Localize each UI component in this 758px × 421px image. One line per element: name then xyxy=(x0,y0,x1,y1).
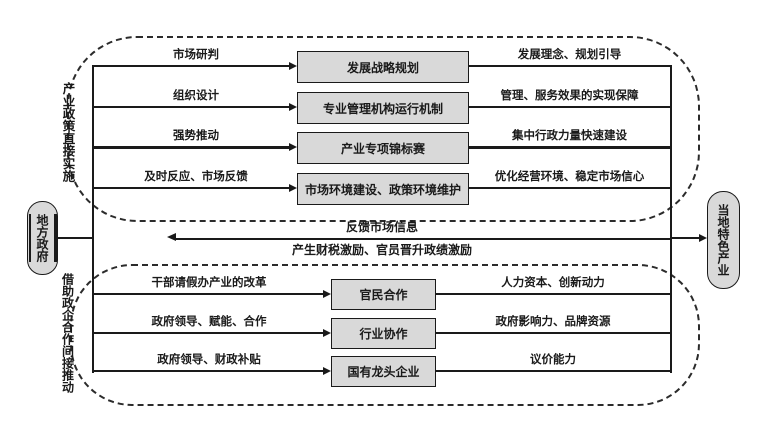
top-row2-right-label: 管理、服务效果的实现保障 xyxy=(500,90,639,102)
top-row3-process-box: 产业专项锦标赛 xyxy=(297,132,469,164)
top-row3-right-line xyxy=(468,146,671,149)
capsule-left-bar xyxy=(28,214,31,262)
bottom-row3-left-label: 政府领导、财政补贴 xyxy=(157,354,261,366)
bottom-row1-arrowhead-icon xyxy=(323,289,331,298)
bottom-row3-arrowhead-icon xyxy=(323,366,331,375)
right-terminal-connector xyxy=(671,237,699,239)
bottom-group-side-label-text: 借助政企合作间接推动 xyxy=(60,273,75,393)
local-industry-label: 当地特色产业 xyxy=(716,204,730,276)
capsule-right-bar xyxy=(54,214,57,262)
top-row2-right-line xyxy=(468,106,671,108)
bottom-row3-right-line xyxy=(435,370,671,372)
feedback-arrowhead-icon xyxy=(167,233,176,241)
feedback-arrow-line xyxy=(176,237,671,240)
feedback-top-text: 反馈市场信息 xyxy=(345,220,418,234)
top-row4-right-label: 优化经营环境、稳定市场信心 xyxy=(494,171,645,183)
local-government-label: 地方政府 xyxy=(35,214,49,262)
arrowhead-to-industry-icon xyxy=(699,233,707,242)
top-row4-arrowhead-icon xyxy=(289,183,297,192)
bottom-row2-right-line xyxy=(435,332,671,334)
right-spine-line xyxy=(670,65,672,373)
top-row2-left-label: 组织设计 xyxy=(173,90,219,102)
top-row4-right-line xyxy=(468,187,671,189)
top-group-side-label-text: 产业政策直接实施 xyxy=(60,82,75,182)
top-row1-arrowhead-icon xyxy=(289,61,297,70)
top-row1-right-label: 发展理念、规划引导 xyxy=(517,49,622,61)
bottom-group-side-label: 借助政企合作间接推动 xyxy=(58,268,78,398)
left-spine-line xyxy=(92,65,94,373)
bottom-row2-left-line xyxy=(94,332,324,334)
feedback-bottom-text: 产生财税激励、官员晋升政绩激励 xyxy=(291,243,472,257)
top-row3-arrowhead-icon xyxy=(289,142,297,151)
bottom-row2-arrowhead-icon xyxy=(323,328,331,337)
top-row1-right-line xyxy=(468,65,671,67)
bottom-row2-left-label: 政府领导、赋能、合作 xyxy=(151,316,267,328)
left-terminal-connector xyxy=(56,237,92,239)
top-row1-left-line xyxy=(94,65,290,67)
top-group-side-label: 产业政策直接实施 xyxy=(58,74,78,190)
top-row1-process-box: 发展战略规划 xyxy=(297,51,469,83)
bottom-row1-right-line xyxy=(435,293,671,295)
top-row1-left-label: 市场研判 xyxy=(173,49,219,61)
bottom-row3-right-label: 议价能力 xyxy=(530,354,576,366)
top-row2-process-box: 专业管理机构运行机制 xyxy=(297,92,469,124)
top-row2-left-line xyxy=(94,106,290,108)
local-government-terminal: 地方政府 xyxy=(27,201,58,275)
bottom-row1-process-box: 官民合作 xyxy=(331,279,436,310)
bottom-row2-right-label: 政府影响力、品牌资源 xyxy=(495,316,611,328)
local-industry-terminal: 当地特色产业 xyxy=(707,191,740,289)
top-row2-arrowhead-icon xyxy=(289,102,297,111)
bottom-row3-process-box: 国有龙头企业 xyxy=(331,356,436,387)
top-row3-right-label: 集中行政力量快速建设 xyxy=(512,130,627,142)
top-row4-process-box: 市场环境建设、政策环境维护 xyxy=(297,173,469,205)
top-row3-left-line xyxy=(94,146,290,149)
bottom-row3-left-line xyxy=(94,370,324,372)
top-row3-left-label: 强势推动 xyxy=(173,130,219,142)
bottom-row1-right-label: 人力资本、创新动力 xyxy=(501,277,605,289)
top-row4-left-line xyxy=(94,187,290,189)
bottom-row2-process-box: 行业协作 xyxy=(331,318,436,349)
bottom-row1-left-label: 干部请假办产业的改革 xyxy=(151,277,267,289)
bottom-dashed-region xyxy=(70,264,700,406)
top-row4-left-label: 及时反应、市场反馈 xyxy=(144,171,248,183)
top-dashed-region xyxy=(67,36,700,222)
bottom-row1-left-line xyxy=(94,293,324,295)
